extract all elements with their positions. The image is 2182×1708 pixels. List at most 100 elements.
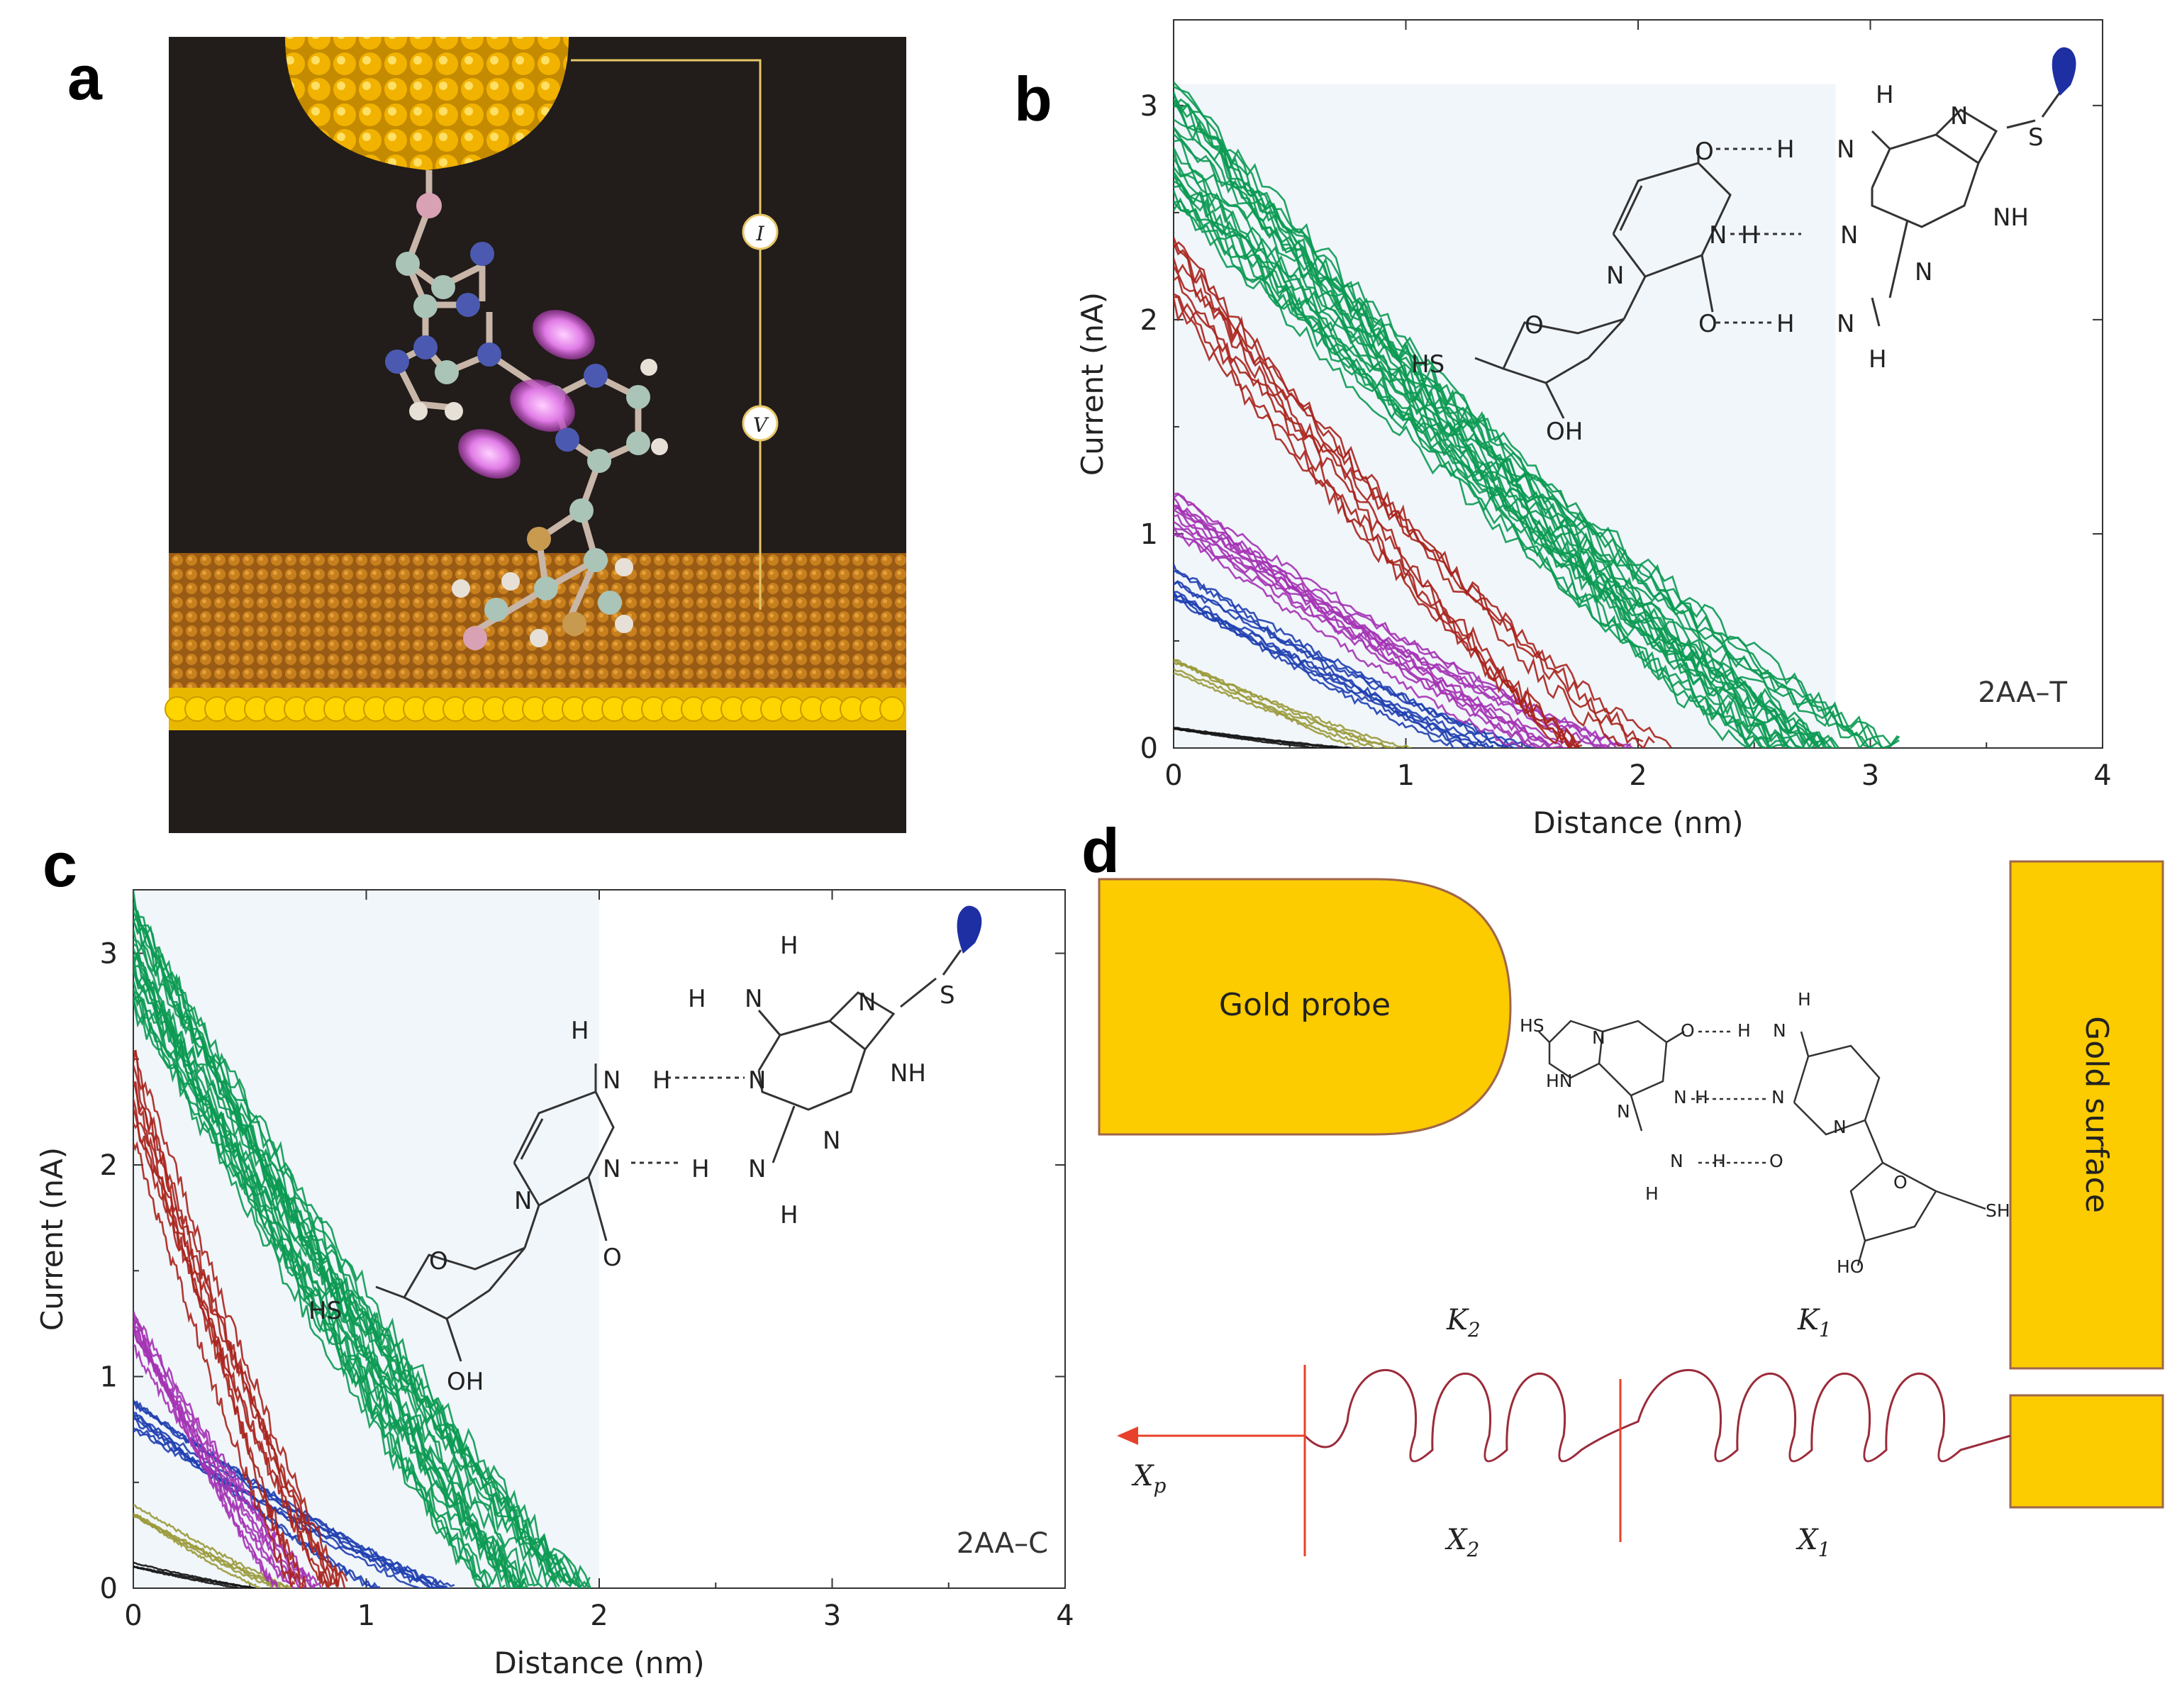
trace-green bbox=[133, 938, 560, 1587]
x-tick-label: 4 bbox=[2093, 759, 2111, 792]
trace-olive bbox=[1174, 660, 1412, 748]
svg-text:HO: HO bbox=[1837, 1256, 1864, 1277]
trace-green bbox=[1174, 100, 1790, 748]
svg-text:N: N bbox=[1771, 1087, 1785, 1107]
svg-text:N: N bbox=[823, 1127, 840, 1155]
trace-green bbox=[1174, 133, 1900, 747]
trace-magenta bbox=[1174, 505, 1576, 747]
svg-text:N: N bbox=[514, 1187, 532, 1215]
gold-atom-row bbox=[165, 696, 905, 722]
trace-green bbox=[133, 919, 526, 1588]
x-tick-label: 0 bbox=[1164, 759, 1182, 792]
svg-text:N: N bbox=[748, 1066, 766, 1095]
hbond-orbital-2 bbox=[510, 379, 575, 432]
plot-shade bbox=[133, 890, 599, 1588]
svg-text:O: O bbox=[1681, 1020, 1695, 1041]
trace-red bbox=[133, 1122, 330, 1588]
voltage-meter bbox=[742, 405, 779, 442]
panel-letter-d: d bbox=[1081, 815, 1120, 886]
x-axis-label: Distance (nm) bbox=[1532, 805, 1743, 840]
trace-magenta bbox=[1174, 514, 1545, 748]
trace-black bbox=[1174, 726, 1352, 748]
current-meter bbox=[742, 213, 779, 250]
svg-text:H: H bbox=[1798, 989, 1811, 1010]
svg-text:H: H bbox=[688, 985, 706, 1013]
svg-text:H: H bbox=[691, 1155, 710, 1183]
svg-text:N: N bbox=[1837, 135, 1854, 164]
x-tick-label: 2 bbox=[590, 1600, 608, 1632]
panel-d-diagram: Gold probe Gold surface HS N HN N O bbox=[1098, 860, 2164, 1561]
x-tick-label: 4 bbox=[1056, 1600, 1074, 1632]
svg-text:H: H bbox=[1876, 81, 1894, 109]
svg-text:O: O bbox=[429, 1247, 448, 1276]
x-tick-label: 0 bbox=[124, 1600, 142, 1632]
trace-red bbox=[133, 1049, 348, 1582]
svg-text:S: S bbox=[940, 981, 955, 1010]
svg-text:N: N bbox=[858, 988, 876, 1017]
svg-text:HS: HS bbox=[308, 1297, 342, 1325]
pull-arrow-head bbox=[1117, 1427, 1138, 1445]
svg-text:HS: HS bbox=[1411, 350, 1445, 379]
trace-red bbox=[1174, 241, 1624, 747]
chart-c-label: 2AA–C bbox=[957, 1527, 1048, 1560]
svg-text:N: N bbox=[748, 1155, 766, 1183]
svg-text:H: H bbox=[780, 932, 798, 960]
y-axis-label: Current (nA) bbox=[1075, 292, 1110, 476]
trace-green bbox=[1174, 86, 1810, 748]
trace-green bbox=[1174, 175, 1769, 748]
y-tick-label: 3 bbox=[1140, 90, 1158, 123]
svg-text:N: N bbox=[1833, 1117, 1847, 1137]
trace-magenta bbox=[1174, 528, 1568, 748]
trace-red bbox=[133, 1141, 296, 1587]
voltage-meter-label: V bbox=[753, 413, 769, 437]
gold-probe-tip bbox=[285, 37, 569, 170]
spring-label-x1: X1 bbox=[1796, 1524, 1830, 1561]
trace-olive bbox=[1174, 659, 1395, 748]
svg-text:O: O bbox=[1893, 1172, 1908, 1193]
y-tick-label: 1 bbox=[100, 1361, 118, 1394]
svg-text:N: N bbox=[1592, 1027, 1605, 1048]
chem-labels-c: H H N N S NH H N H N N H N H N N O O HS … bbox=[308, 932, 955, 1396]
x-tick-label: 1 bbox=[357, 1600, 375, 1632]
panel-a-illustration: I V bbox=[165, 37, 906, 833]
svg-text:HS: HS bbox=[1520, 1015, 1544, 1036]
svg-text:N: N bbox=[1709, 221, 1727, 250]
trace-green bbox=[133, 953, 491, 1588]
x-tick-label: 3 bbox=[823, 1600, 841, 1632]
svg-text:N: N bbox=[1915, 258, 1932, 286]
trace-green bbox=[133, 902, 591, 1588]
svg-text:N: N bbox=[1840, 221, 1858, 250]
svg-text:H: H bbox=[1776, 135, 1795, 164]
svg-text:H: H bbox=[1737, 1020, 1751, 1041]
svg-text:O: O bbox=[1525, 311, 1544, 340]
svg-text:OH: OH bbox=[1546, 418, 1583, 446]
hbond-orbital-3 bbox=[458, 429, 521, 479]
svg-text:H: H bbox=[652, 1066, 671, 1095]
chem-structure-d bbox=[1538, 1020, 1986, 1266]
svg-text:H: H bbox=[1741, 221, 1759, 250]
current-meter-label: I bbox=[755, 222, 764, 245]
svg-text:H: H bbox=[780, 1201, 798, 1229]
y-axis-label: Current (nA) bbox=[35, 1147, 69, 1331]
panel-letter-c: c bbox=[43, 830, 77, 900]
svg-text:N: N bbox=[1773, 1020, 1786, 1041]
trace-red bbox=[1174, 297, 1576, 748]
spring-label-k2: K2 bbox=[1446, 1304, 1481, 1341]
traces bbox=[1174, 82, 1900, 748]
trace-green bbox=[1174, 197, 1772, 744]
svg-text:N: N bbox=[745, 985, 762, 1013]
svg-text:H: H bbox=[1695, 1087, 1708, 1107]
gold-probe-shape bbox=[1098, 878, 1512, 1136]
molecule-atoms bbox=[385, 193, 668, 650]
chart-b-label: 2AA–T bbox=[1978, 676, 2067, 709]
trace-green bbox=[133, 928, 582, 1588]
trace-blue bbox=[1174, 593, 1460, 748]
gold-anchor-block bbox=[2009, 1394, 2164, 1509]
probe-blob-b bbox=[2052, 47, 2076, 96]
svg-text:H: H bbox=[1869, 345, 1887, 374]
gold-surface-label: Gold surface bbox=[2078, 1016, 2115, 1213]
y-tick-label: 2 bbox=[1140, 304, 1158, 337]
hbond-orbital-1 bbox=[533, 310, 595, 359]
